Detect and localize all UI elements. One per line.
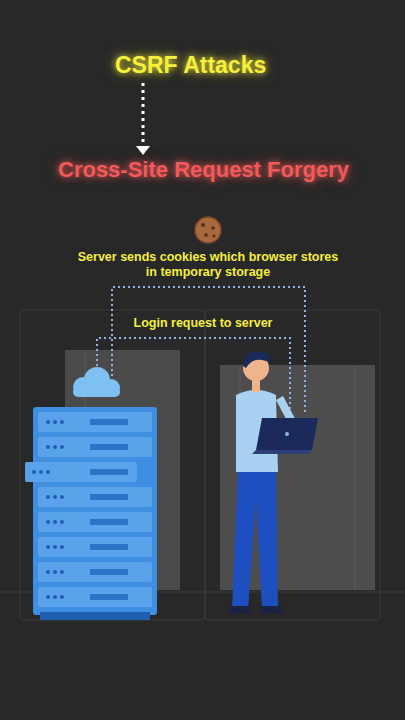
server-rack xyxy=(25,407,157,620)
heading-node: CSRF Attacks xyxy=(115,52,266,79)
cloud-icon xyxy=(73,367,120,397)
rack-slot xyxy=(90,494,128,500)
rack-slot xyxy=(90,419,128,425)
rack-led xyxy=(53,420,57,424)
rack-slot xyxy=(90,594,128,600)
heading-text: Cross-Site Request Forgery xyxy=(58,157,349,183)
rack-unit xyxy=(38,437,152,457)
arrow-head xyxy=(136,146,150,155)
rack-led xyxy=(53,520,57,524)
rack-led xyxy=(46,445,50,449)
rack-led xyxy=(53,595,57,599)
rack-slot xyxy=(90,544,128,550)
rack-unit xyxy=(38,487,152,507)
flow-label: Login request to server xyxy=(93,316,313,331)
rack-led xyxy=(60,445,64,449)
rack-led xyxy=(46,595,50,599)
rack-unit xyxy=(38,537,152,557)
rack-led xyxy=(53,495,57,499)
rack-unit xyxy=(38,412,152,432)
rack-led xyxy=(60,595,64,599)
rack-unit xyxy=(25,462,137,482)
flow-label: Server sends cookies which browser store… xyxy=(73,250,343,280)
rack-slot xyxy=(90,469,128,475)
heading-node: Cross-Site Request Forgery xyxy=(58,157,349,183)
rack-led xyxy=(53,545,57,549)
rack-led xyxy=(60,545,64,549)
rack-led xyxy=(46,495,50,499)
rack-slot xyxy=(90,519,128,525)
arrow-shaft xyxy=(142,83,145,147)
cookie-icon xyxy=(195,217,221,243)
background-panels xyxy=(0,310,405,620)
dotted-flow-line xyxy=(97,287,305,412)
rack-unit xyxy=(38,562,152,582)
dotted-arrow xyxy=(136,83,150,155)
rack-unit xyxy=(38,587,152,607)
rack-led xyxy=(39,470,43,474)
rack-led xyxy=(46,420,50,424)
rack-slot xyxy=(90,569,128,575)
person xyxy=(228,352,302,614)
rack-led xyxy=(60,495,64,499)
rack-led xyxy=(53,445,57,449)
rack-led xyxy=(46,545,50,549)
rack-led xyxy=(60,570,64,574)
rack-led xyxy=(32,470,36,474)
laptop xyxy=(252,418,318,454)
rack-led xyxy=(46,520,50,524)
rack-led xyxy=(53,570,57,574)
rack-unit xyxy=(38,512,152,532)
rack-led xyxy=(46,570,50,574)
rack-led xyxy=(46,470,50,474)
rack-slot xyxy=(90,444,128,450)
rack-led xyxy=(60,420,64,424)
rack-led xyxy=(60,520,64,524)
heading-text: CSRF Attacks xyxy=(115,52,266,79)
